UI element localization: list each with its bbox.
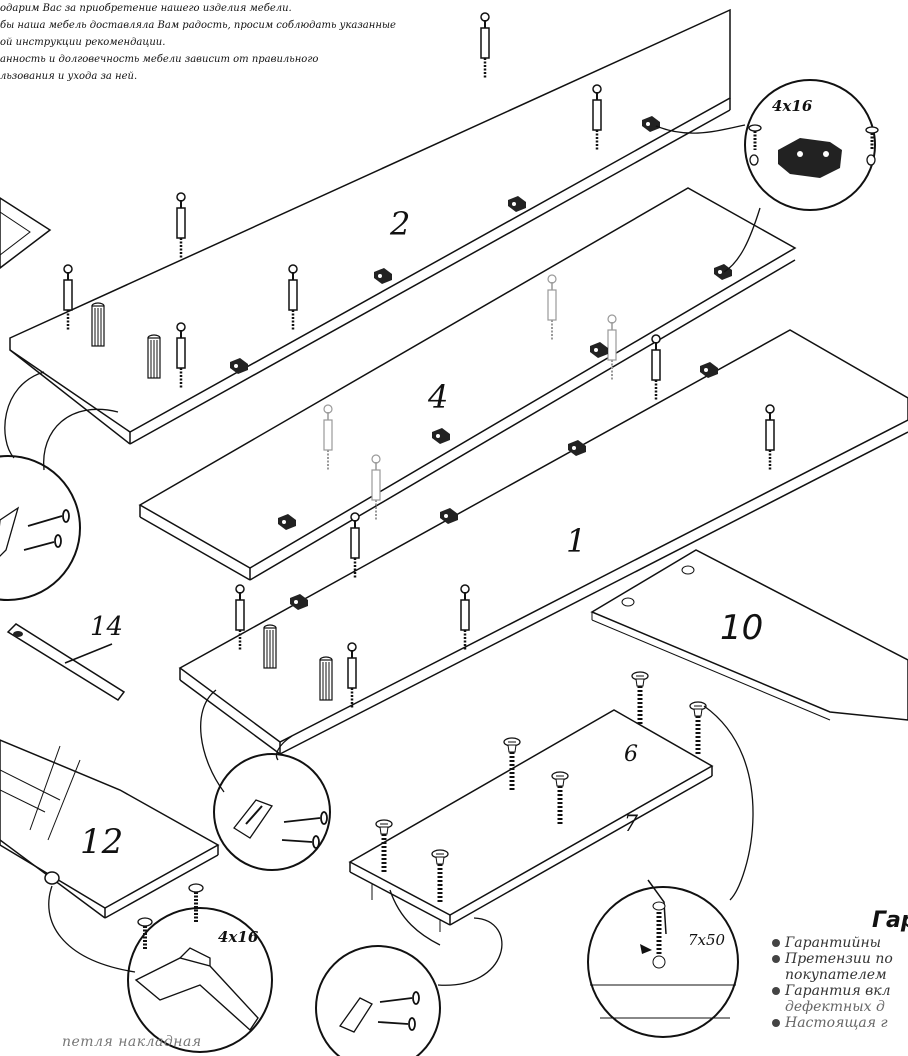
dimension-label-screw: 7x50 [688,931,726,949]
intro-line: льзования и ухода за ней. [0,71,138,82]
hinge-caption: петля накладная [62,1034,202,1050]
warranty-item: Настоящая г [772,1015,908,1031]
bullet-icon [772,939,780,947]
intro-line: анность и долговечность мебели зависит о… [0,54,319,65]
warranty-item-text: Гарантийны [785,935,882,951]
bullet-icon [772,955,780,963]
intro-line: ой инструкции рекомендации. [0,37,166,48]
part-number-14: 14 [90,612,124,642]
warranty-item-text: Претензии по [785,951,893,967]
part-number-2: 2 [390,205,411,243]
part-number-12: 12 [80,822,124,862]
warranty-item-continuation: дефектных д [785,999,885,1015]
dimension-label-top: 4x16 [772,97,813,115]
warranty-item: Гарантия вкл [772,983,908,999]
bullet-icon [772,1019,780,1027]
warranty-item-continuation: покупателем [785,967,887,983]
warranty-item: Претензии по [772,951,908,967]
part-number-6: 6 [624,742,638,767]
intro-text: одарим Вас за приобретение нашего издели… [0,0,480,85]
warranty-item-text: Настоящая г [785,1015,888,1031]
intro-line: бы наша мебель доставляла Вам радость, п… [0,20,396,31]
warranty-item: Гарантийны [772,935,908,951]
part-number-4: 4 [428,378,449,416]
part-number-10: 10 [720,608,764,648]
bullet-icon [772,987,780,995]
warranty-list: Гарантийны Претензии по покупателем Гара… [772,935,908,1031]
part-number-1: 1 [566,522,587,560]
dimension-label-hinge: 4x16 [218,928,259,946]
warranty-title: Гар [872,908,908,933]
part-number-7: 7 [624,812,638,837]
intro-line: одарим Вас за приобретение нашего издели… [0,3,292,14]
warranty-item-text: Гарантия вкл [785,983,891,999]
